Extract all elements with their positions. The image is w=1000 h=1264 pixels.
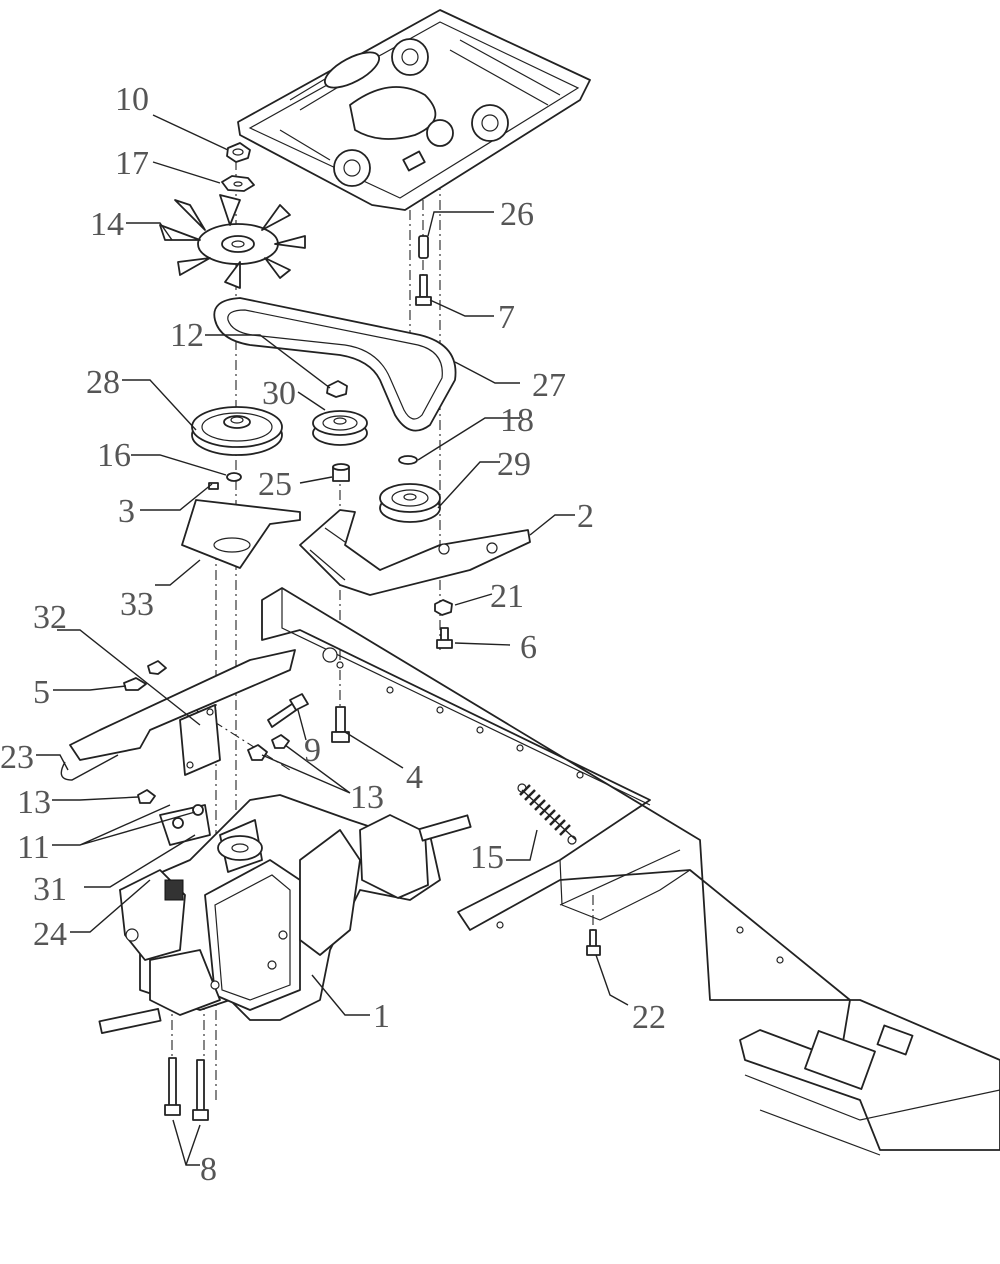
callout-5: 5 [33, 674, 50, 711]
callout-28: 28 [86, 364, 120, 401]
callout-9: 9 [304, 732, 321, 769]
callout-21: 21 [490, 578, 524, 615]
callout-27: 27 [532, 367, 566, 404]
nut-13-lower [137, 789, 156, 804]
idler-pulley-30 [312, 410, 368, 446]
callout-26: 26 [500, 196, 534, 233]
bolt-7 [415, 274, 432, 306]
callout-15: 15 [470, 839, 504, 876]
pin-26 [418, 235, 429, 259]
callout-3: 3 [118, 493, 135, 530]
washer-16 [226, 472, 242, 482]
idler-pulley-29 [379, 483, 441, 523]
callout-24: 24 [33, 916, 67, 953]
callout-8: 8 [200, 1151, 217, 1188]
callout-25: 25 [258, 466, 292, 503]
callout-7: 7 [498, 299, 515, 336]
callout-4: 4 [406, 759, 423, 796]
bolt-22 [586, 929, 601, 956]
callout-labels: 1 2 3 4 5 6 7 8 9 10 11 12 13 13 14 15 1… [0, 81, 666, 1188]
callout-13a: 13 [17, 784, 51, 821]
washer-17 [221, 175, 255, 192]
bolt-5 [123, 660, 167, 691]
callout-17: 17 [115, 145, 149, 182]
hex-nut-10 [226, 142, 251, 163]
deck-plate [237, 9, 591, 211]
callout-14: 14 [90, 206, 124, 243]
callout-6: 6 [520, 629, 537, 666]
belt-shield-33 [181, 499, 301, 569]
nut-21 [434, 599, 453, 616]
tension-spring-15 [517, 783, 577, 845]
pulley-28 [191, 406, 283, 456]
mount-bracket-32 [69, 649, 296, 776]
rod-23 [60, 754, 119, 781]
transaxle-1 [98, 794, 472, 1035]
callout-11: 11 [17, 829, 50, 866]
bolt-9 [267, 693, 309, 728]
callout-22: 22 [632, 999, 666, 1036]
bolt-6 [436, 627, 453, 649]
bolt-4 [331, 706, 350, 743]
callout-13b: 13 [350, 779, 384, 816]
main-frame [261, 587, 1000, 1156]
callout-32: 32 [33, 599, 67, 636]
nut-12 [326, 380, 348, 398]
bolts-8 [164, 1057, 209, 1121]
washer-18 [398, 455, 418, 465]
callout-31: 31 [33, 871, 67, 908]
callout-18: 18 [500, 402, 534, 439]
callout-30: 30 [262, 375, 296, 412]
callout-29: 29 [497, 446, 531, 483]
callout-16: 16 [97, 437, 131, 474]
callout-10: 10 [115, 81, 149, 118]
callout-33: 33 [120, 586, 154, 623]
callout-12: 12 [170, 317, 204, 354]
leader-lines [36, 114, 629, 1166]
callout-2: 2 [577, 498, 594, 535]
cooling-fan [159, 194, 306, 289]
callout-23: 23 [0, 739, 34, 776]
callout-1: 1 [373, 998, 390, 1035]
idler-arm-2 [299, 509, 531, 596]
spacer-25 [332, 463, 350, 482]
